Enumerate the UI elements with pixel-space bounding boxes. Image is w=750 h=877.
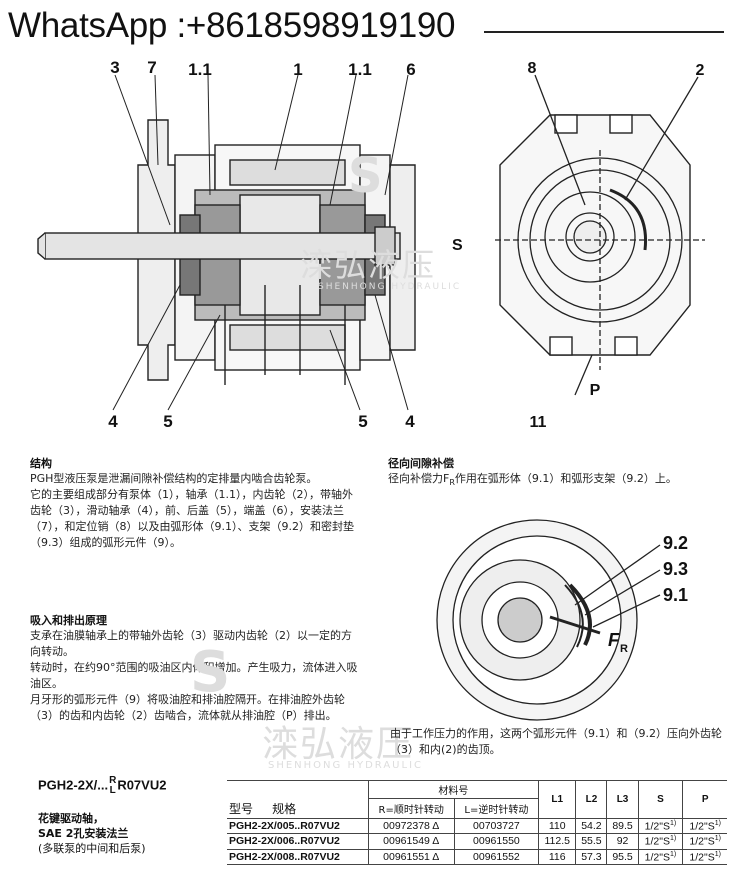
callout-1-1-left: 1.1 (188, 60, 212, 79)
structure-p1: PGH型液压泵是泄漏间隙补偿结构的定排量内啮合齿轮泵。 (30, 472, 318, 485)
callout-11: 11 (530, 414, 547, 431)
suction-p3: 月牙形的弧形元件（9）将吸油腔和排油腔隔开。在排油腔外齿轮（3）的齿和内齿轮（2… (30, 693, 345, 722)
table-row: PGH2-2X/006..R07VU2 00961549 Δ 00961550 … (227, 833, 727, 849)
callout-9-3: 9.3 (663, 559, 688, 579)
callout-7: 7 (147, 58, 156, 77)
suction-heading: 吸入和排出原理 (30, 614, 107, 627)
note-line2: SAE 2孔安装法兰 (38, 827, 129, 840)
note-line3: (多联泵的中间和后泵) (38, 842, 146, 855)
watermark-brand-lower: 滦弘液压 (262, 724, 415, 765)
suction-body: 支承在油膜轴承上的带轴外齿轮（3）驱动内齿轮（2）以一定的方向转动。 转动时，在… (30, 628, 360, 724)
cell-p: 1/2"S1) (682, 817, 727, 834)
table-header-row-2: 型号 规格 R=顺时针转动 L=逆时针转动 (227, 798, 727, 819)
cell-p: 1/2"S1) (682, 833, 727, 849)
force-f: F (608, 630, 620, 650)
col-r: R=顺时针转动 (367, 798, 455, 818)
callout-3: 3 (110, 58, 119, 77)
cell-l2: 54.2 (575, 817, 607, 834)
table-header-row-1: 材料号 L1 L2 L3 S P (227, 780, 727, 818)
cell-model: PGH2-2X/008..R07VU2 (227, 848, 369, 865)
radial-compensation-figure: 9.2 9.3 9.1 F R (436, 519, 688, 721)
model-prefix: PGH2-2X/... (38, 777, 109, 793)
cell-l3: 95.5 (606, 848, 639, 865)
model-bottom: L (109, 785, 116, 796)
col-type-spec: 型号 规格 (227, 799, 368, 819)
col-s: S (637, 780, 683, 818)
watermark-brand-en-lower: SHENHONG HYDRAULIC (268, 760, 423, 771)
callout-6: 6 (406, 60, 415, 79)
cell-l2: 57.3 (575, 848, 607, 865)
callout-9-1: 9.1 (663, 585, 688, 605)
cell-l3: 92 (606, 833, 639, 849)
model-suffix: R07VU2 (117, 777, 167, 793)
cell-l: 00961552 (453, 848, 539, 865)
callout-2: 2 (696, 62, 705, 79)
cell-s: 1/2"S1) (637, 833, 683, 849)
cell-model: PGH2-2X/006..R07VU2 (227, 833, 369, 849)
note-line1: 花键驱动轴， (38, 812, 104, 825)
cell-r: 00972378 Δ (367, 817, 455, 834)
suction-p2: 转动时，在约90°范围的吸油区内体积增加。产生吸力，流体进入吸油区。 (30, 661, 358, 690)
callout-9-2: 9.2 (663, 533, 688, 553)
port-p: P (590, 382, 601, 399)
cell-l1: 110 (538, 817, 576, 834)
material-header: 材料号 (367, 780, 539, 799)
structure-body: PGH型液压泵是泄漏间隙补偿结构的定排量内啮合齿轮泵。 它的主要组成部分有泵体（… (30, 471, 360, 551)
callout-5-right: 5 (358, 412, 367, 431)
col-l2: L2 (575, 780, 607, 818)
col-l1: L1 (538, 780, 576, 818)
watermark-brand-upper: 滦弘液压 (300, 246, 437, 284)
watermark-logo-upper: S (348, 148, 385, 204)
callout-4-left: 4 (108, 412, 118, 431)
cell-r: 00961549 Δ (367, 833, 455, 849)
radial-text-pre: 径向补偿力F (388, 472, 450, 485)
col-l: L=逆时针转动 (453, 798, 539, 818)
caption: 由于工作压力的作用，这两个弧形元件（9.1）和（9.2）压向外齿轮（3）和内(2… (390, 727, 722, 756)
cell-r: 00961551 Δ (367, 848, 455, 865)
callout-1: 1 (293, 60, 302, 79)
col-spec: 规格 (272, 801, 297, 816)
header-title: WhatsApp :+8618598919190 (8, 6, 456, 45)
cell-s: 1/2"S1) (637, 817, 683, 834)
callout-8: 8 (528, 60, 537, 77)
table-row: PGH2-2X/005..R07VU2 00972378 Δ 00703727 … (227, 817, 727, 834)
watermark-logo-lower: S (190, 640, 233, 705)
cell-l2: 55.5 (575, 833, 607, 849)
col-l3: L3 (606, 780, 639, 818)
radial-heading: 径向间隙补偿 (388, 457, 454, 470)
cell-p: 1/2"S1) (682, 848, 727, 865)
watermark-brand-en-upper: SHENHONG HYDRAULIC (318, 282, 462, 292)
col-type: 型号 (229, 801, 254, 816)
cell-l3: 89.5 (606, 817, 639, 834)
port-s-label: S (452, 237, 463, 254)
cell-l: 00961550 (453, 833, 539, 849)
radial-text-sub: R (449, 478, 455, 488)
callout-1-1-right: 1.1 (348, 60, 372, 79)
spec-table: 材料号 L1 L2 L3 S P 型号 规格 R=顺时针转动 L=逆时针转动 P… (227, 780, 727, 865)
structure-heading: 结构 (30, 457, 52, 470)
drive-note: 花键驱动轴， SAE 2孔安装法兰 (多联泵的中间和后泵) (38, 811, 146, 856)
suction-p1: 支承在油膜轴承上的带轴外齿轮（3）驱动内齿轮（2）以一定的方向转动。 (30, 629, 352, 658)
table-row: PGH2-2X/008..R07VU2 00961551 Δ 00961552 … (227, 848, 727, 865)
radial-body: 径向补偿力FR作用在弧形体（9.1）和弧形支架（9.2）上。 (388, 471, 728, 491)
cell-l1: 112.5 (538, 833, 576, 849)
header-rule (484, 31, 724, 33)
cell-s: 1/2"S1) (637, 848, 683, 865)
model-top: R (109, 775, 117, 786)
col-p: P (682, 780, 727, 818)
cell-l1: 116 (538, 848, 576, 865)
pump-section-drawing: 3 7 1.1 1 1.1 6 4 5 5 4 (37, 58, 416, 431)
cell-l: 00703727 (453, 817, 539, 834)
callout-5-left: 5 (163, 412, 172, 431)
cell-model: PGH2-2X/005..R07VU2 (227, 817, 369, 834)
structure-p2: 它的主要组成部分有泵体（1），轴承（1.1），内齿轮（2），带轴外齿轮（3），滑… (30, 488, 354, 549)
pump-front-view: 8 2 S P 11 (495, 60, 705, 431)
callout-4-right: 4 (405, 412, 415, 431)
force-r: R (620, 643, 628, 655)
radial-text-post: 作用在弧形体（9.1）和弧形支架（9.2）上。 (454, 472, 677, 485)
